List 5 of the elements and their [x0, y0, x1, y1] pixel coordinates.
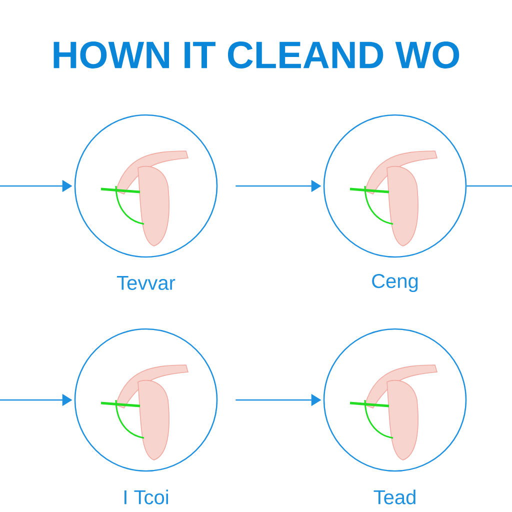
title: HOWN IT CLEAND WO	[54, 42, 460, 68]
step-label: Tevvar	[117, 276, 176, 290]
step-label: Ceng	[372, 274, 418, 292]
step-label: I Tcoi	[124, 490, 168, 504]
step-label: Tead	[374, 490, 416, 504]
